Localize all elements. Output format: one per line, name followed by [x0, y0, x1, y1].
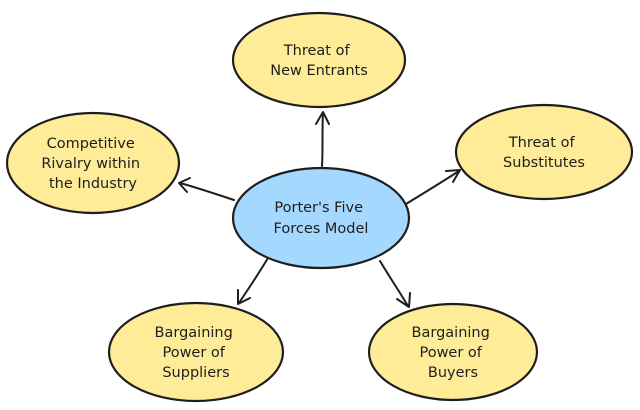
force-node-new-entrants: Threat of New Entrants — [231, 11, 407, 109]
force-label: Competitive Rivalry within the Industry — [41, 136, 144, 192]
force-label: Bargaining Power of Buyers — [412, 325, 495, 381]
force-ellipse — [231, 11, 407, 109]
arrow-to-suppliers — [237, 257, 269, 305]
arrow-to-rivalry — [178, 177, 235, 201]
force-label: Threat of New Entrants — [270, 43, 368, 79]
center-label: Porter's Five Forces Model — [274, 200, 369, 237]
force-node-suppliers: Bargaining Power of Suppliers — [107, 301, 285, 403]
force-node-substitutes: Threat of Substitutes — [454, 103, 634, 201]
force-node-buyers: Bargaining Power of Buyers — [367, 302, 539, 402]
arrow-to-substitutes — [405, 169, 461, 205]
force-node-rivalry: Competitive Rivalry within the Industry — [5, 111, 181, 215]
force-label: Threat of Substitutes — [503, 135, 585, 171]
force-ellipse — [367, 302, 539, 402]
force-ellipse — [107, 301, 285, 403]
force-ellipse — [454, 103, 634, 201]
arrow-to-buyers — [379, 260, 411, 308]
force-ellipse — [5, 111, 181, 215]
center-node: Porter's Five Forces Model — [231, 166, 411, 270]
force-label: Bargaining Power of Suppliers — [155, 325, 238, 381]
arrow-to-new-entrants — [315, 111, 330, 167]
arrows — [178, 111, 461, 308]
center-ellipse — [231, 166, 411, 270]
